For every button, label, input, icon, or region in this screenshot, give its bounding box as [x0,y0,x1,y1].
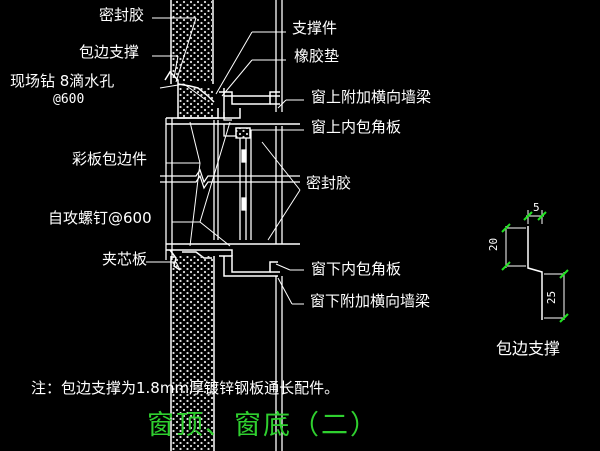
drawing-note: 注：包边支撑为1.8mm厚镀锌钢板通长配件。 [31,379,340,397]
wall-lines [165,0,283,451]
dim-top-5: 5 [533,201,540,214]
label-sandwich-panel: 夹芯板 [102,250,148,268]
label-seal-glue-top: 密封胶 [99,6,145,24]
label-seal-glue-mid: 密封胶 [306,174,352,192]
label-upper-window-beam: 窗上附加横向墙梁 [311,88,432,106]
label-self-tapping-screw: 自攻螺钉@600 [48,209,152,227]
label-edge-support: 包边支撑 [79,43,140,61]
window-upper-frame [223,124,252,240]
label-lower-window-beam: 窗下附加横向墙梁 [310,292,431,310]
dim-right-25: 25 [545,290,559,305]
lower-sandwich-panel [170,256,215,451]
label-lower-window-corner: 窗下内包角板 [311,260,402,278]
label-drill-hole: 现场钻 8滴水孔 [10,72,115,90]
label-drill-hole-spacing: @600 [53,92,85,107]
label-color-plate-trim: 彩板包边件 [72,150,148,168]
label-upper-window-corner: 窗上内包角板 [311,118,402,136]
upper-edge-support [164,70,300,125]
edge-support-detail [501,210,569,323]
leader-lines [146,17,304,305]
drawing-title: 窗顶、窗底（二） [147,410,379,441]
detail-title: 包边支撑 [496,339,561,358]
break-marks [160,168,300,190]
upper-sandwich-panel [170,0,214,84]
label-rubber-pad: 橡胶垫 [294,47,340,65]
dim-left-20: 20 [487,237,501,252]
label-support-piece: 支撑件 [292,19,338,37]
